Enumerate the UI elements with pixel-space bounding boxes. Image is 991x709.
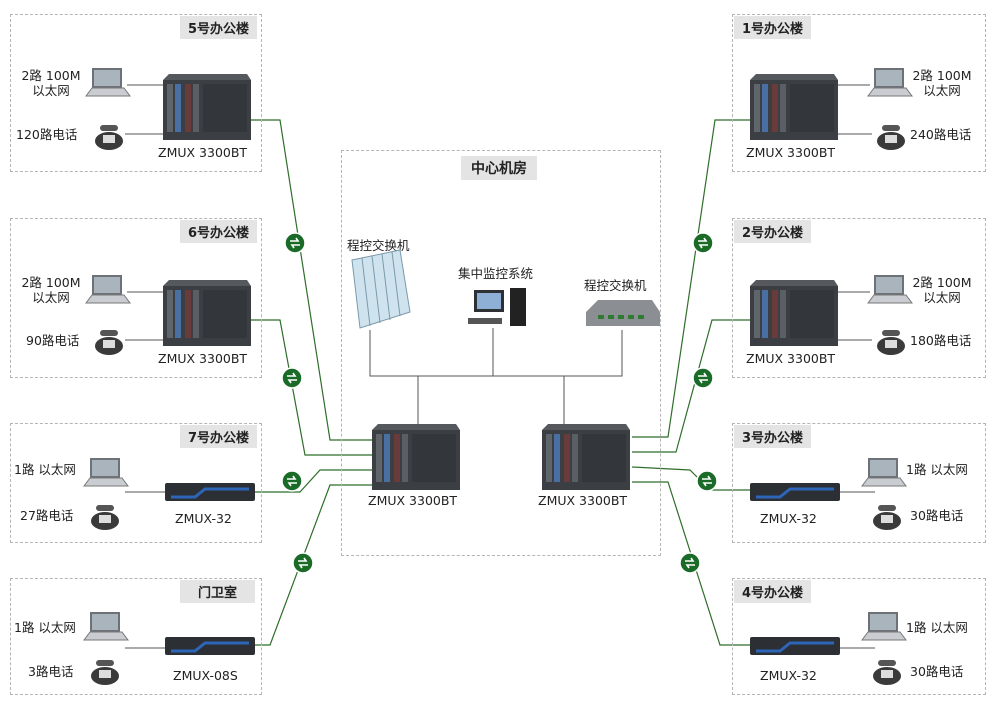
building-6-box xyxy=(10,218,262,378)
building-5-eth-label: 2路 100M 以太网 xyxy=(21,68,81,98)
building-2-title: 2号办公楼 xyxy=(734,220,812,243)
building-2-phone-label: 180路电话 xyxy=(910,333,972,348)
building-4-title: 4号办公楼 xyxy=(734,580,812,603)
building-2-model: ZMUX 3300BT xyxy=(746,351,836,366)
building-6-model: ZMUX 3300BT xyxy=(158,351,248,366)
building-2-eth-label: 2路 100M 以太网 xyxy=(912,275,972,305)
building-3-phone-label: 30路电话 xyxy=(910,508,964,523)
center-room-title: 中心机房 xyxy=(461,156,537,180)
center-room-box xyxy=(341,150,661,556)
pbx1-label: 程控交换机 xyxy=(347,238,410,253)
building-7-model: ZMUX-32 xyxy=(175,511,232,526)
center-dev-b-model: ZMUX 3300BT xyxy=(538,493,628,508)
building-7-phone-label: 27路电话 xyxy=(20,508,74,523)
building-6-eth-label: 2路 100M 以太网 xyxy=(21,275,81,305)
building-7-title: 7号办公楼 xyxy=(180,425,258,448)
gate-title: 门卫室 xyxy=(180,580,256,603)
building-1-box xyxy=(732,14,986,172)
building-1-phone-label: 240路电话 xyxy=(910,127,972,142)
building-7-box xyxy=(10,423,262,543)
pbx2-label: 程控交换机 xyxy=(584,278,647,293)
center-dev-a-model: ZMUX 3300BT xyxy=(368,493,458,508)
gate-phone-label: 3路电话 xyxy=(28,664,74,679)
building-5-phone-label: 120路电话 xyxy=(16,127,78,142)
building-2-box xyxy=(732,218,986,378)
gate-model: ZMUX-08S xyxy=(173,668,238,683)
building-1-model: ZMUX 3300BT xyxy=(746,145,836,160)
gate-eth-label: 1路 以太网 xyxy=(14,620,76,635)
building-5-model: ZMUX 3300BT xyxy=(158,145,248,160)
building-6-title: 6号办公楼 xyxy=(180,220,258,243)
building-5-title: 5号办公楼 xyxy=(180,16,258,39)
building-3-eth-label: 1路 以太网 xyxy=(906,462,968,477)
building-1-title: 1号办公楼 xyxy=(734,16,812,39)
building-3-model: ZMUX-32 xyxy=(760,511,817,526)
building-6-phone-label: 90路电话 xyxy=(26,333,80,348)
monitor-label: 集中监控系统 xyxy=(458,266,534,281)
building-5-box xyxy=(10,14,262,172)
building-4-eth-label: 1路 以太网 xyxy=(906,620,968,635)
building-4-box xyxy=(732,578,986,695)
gate-box xyxy=(10,578,262,695)
building-4-phone-label: 30路电话 xyxy=(910,664,964,679)
building-3-title: 3号办公楼 xyxy=(734,425,812,448)
building-3-box xyxy=(732,423,986,543)
building-4-model: ZMUX-32 xyxy=(760,668,817,683)
building-7-eth-label: 1路 以太网 xyxy=(14,462,76,477)
building-1-eth-label: 2路 100M 以太网 xyxy=(912,68,972,98)
